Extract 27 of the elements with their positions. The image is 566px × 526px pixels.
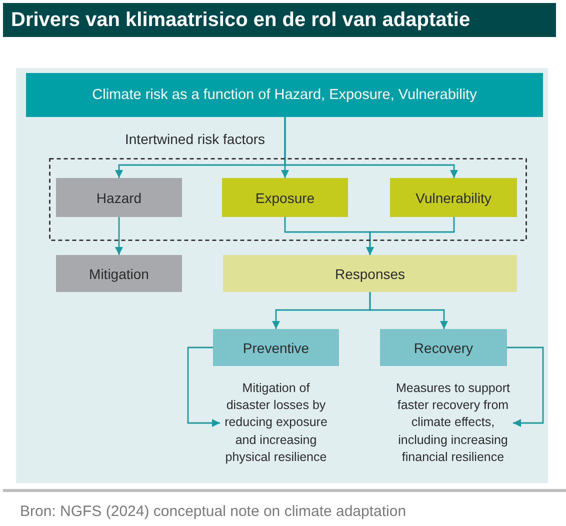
header-box (26, 73, 543, 117)
connector-arrow (284, 117, 458, 178)
box-label: Exposure (255, 190, 315, 206)
connector-arrow (366, 217, 455, 255)
measure-box (56, 255, 182, 292)
measure-box (223, 255, 517, 292)
description-text: Mitigation of disaster losses by reducing exposure and increasing physical resilience (220, 374, 332, 472)
box-label: Vulnerability (416, 190, 492, 206)
connector-arrow (507, 346, 544, 427)
connector-arrow (115, 217, 123, 255)
group-heading: Intertwined risk factors (125, 130, 266, 148)
factor-box (222, 178, 348, 217)
box-label: Recovery (414, 340, 474, 356)
description-text: Measures to support faster recovery from climate effects, including increasing financial resilience (393, 374, 513, 472)
response-box (213, 329, 339, 366)
box-label: Responses (334, 266, 406, 282)
connector-arrow (187, 346, 220, 427)
box-label: Mitigation (89, 266, 149, 282)
box-label: Hazard (96, 190, 142, 206)
source-caption: Bron: NGFS (2024) conceptual note on climate adaptation (20, 503, 406, 520)
factor-box (390, 178, 517, 217)
connector-arrow (369, 292, 448, 329)
box-label: Climate risk as a function of Hazard, Exposure, Vulnerability (92, 87, 477, 103)
factor-box (56, 178, 182, 217)
response-box (380, 329, 507, 366)
box-label: Preventive (242, 340, 310, 356)
page-title: Drivers van klimaatrisico en de rol van adaptatie (3, 3, 556, 37)
